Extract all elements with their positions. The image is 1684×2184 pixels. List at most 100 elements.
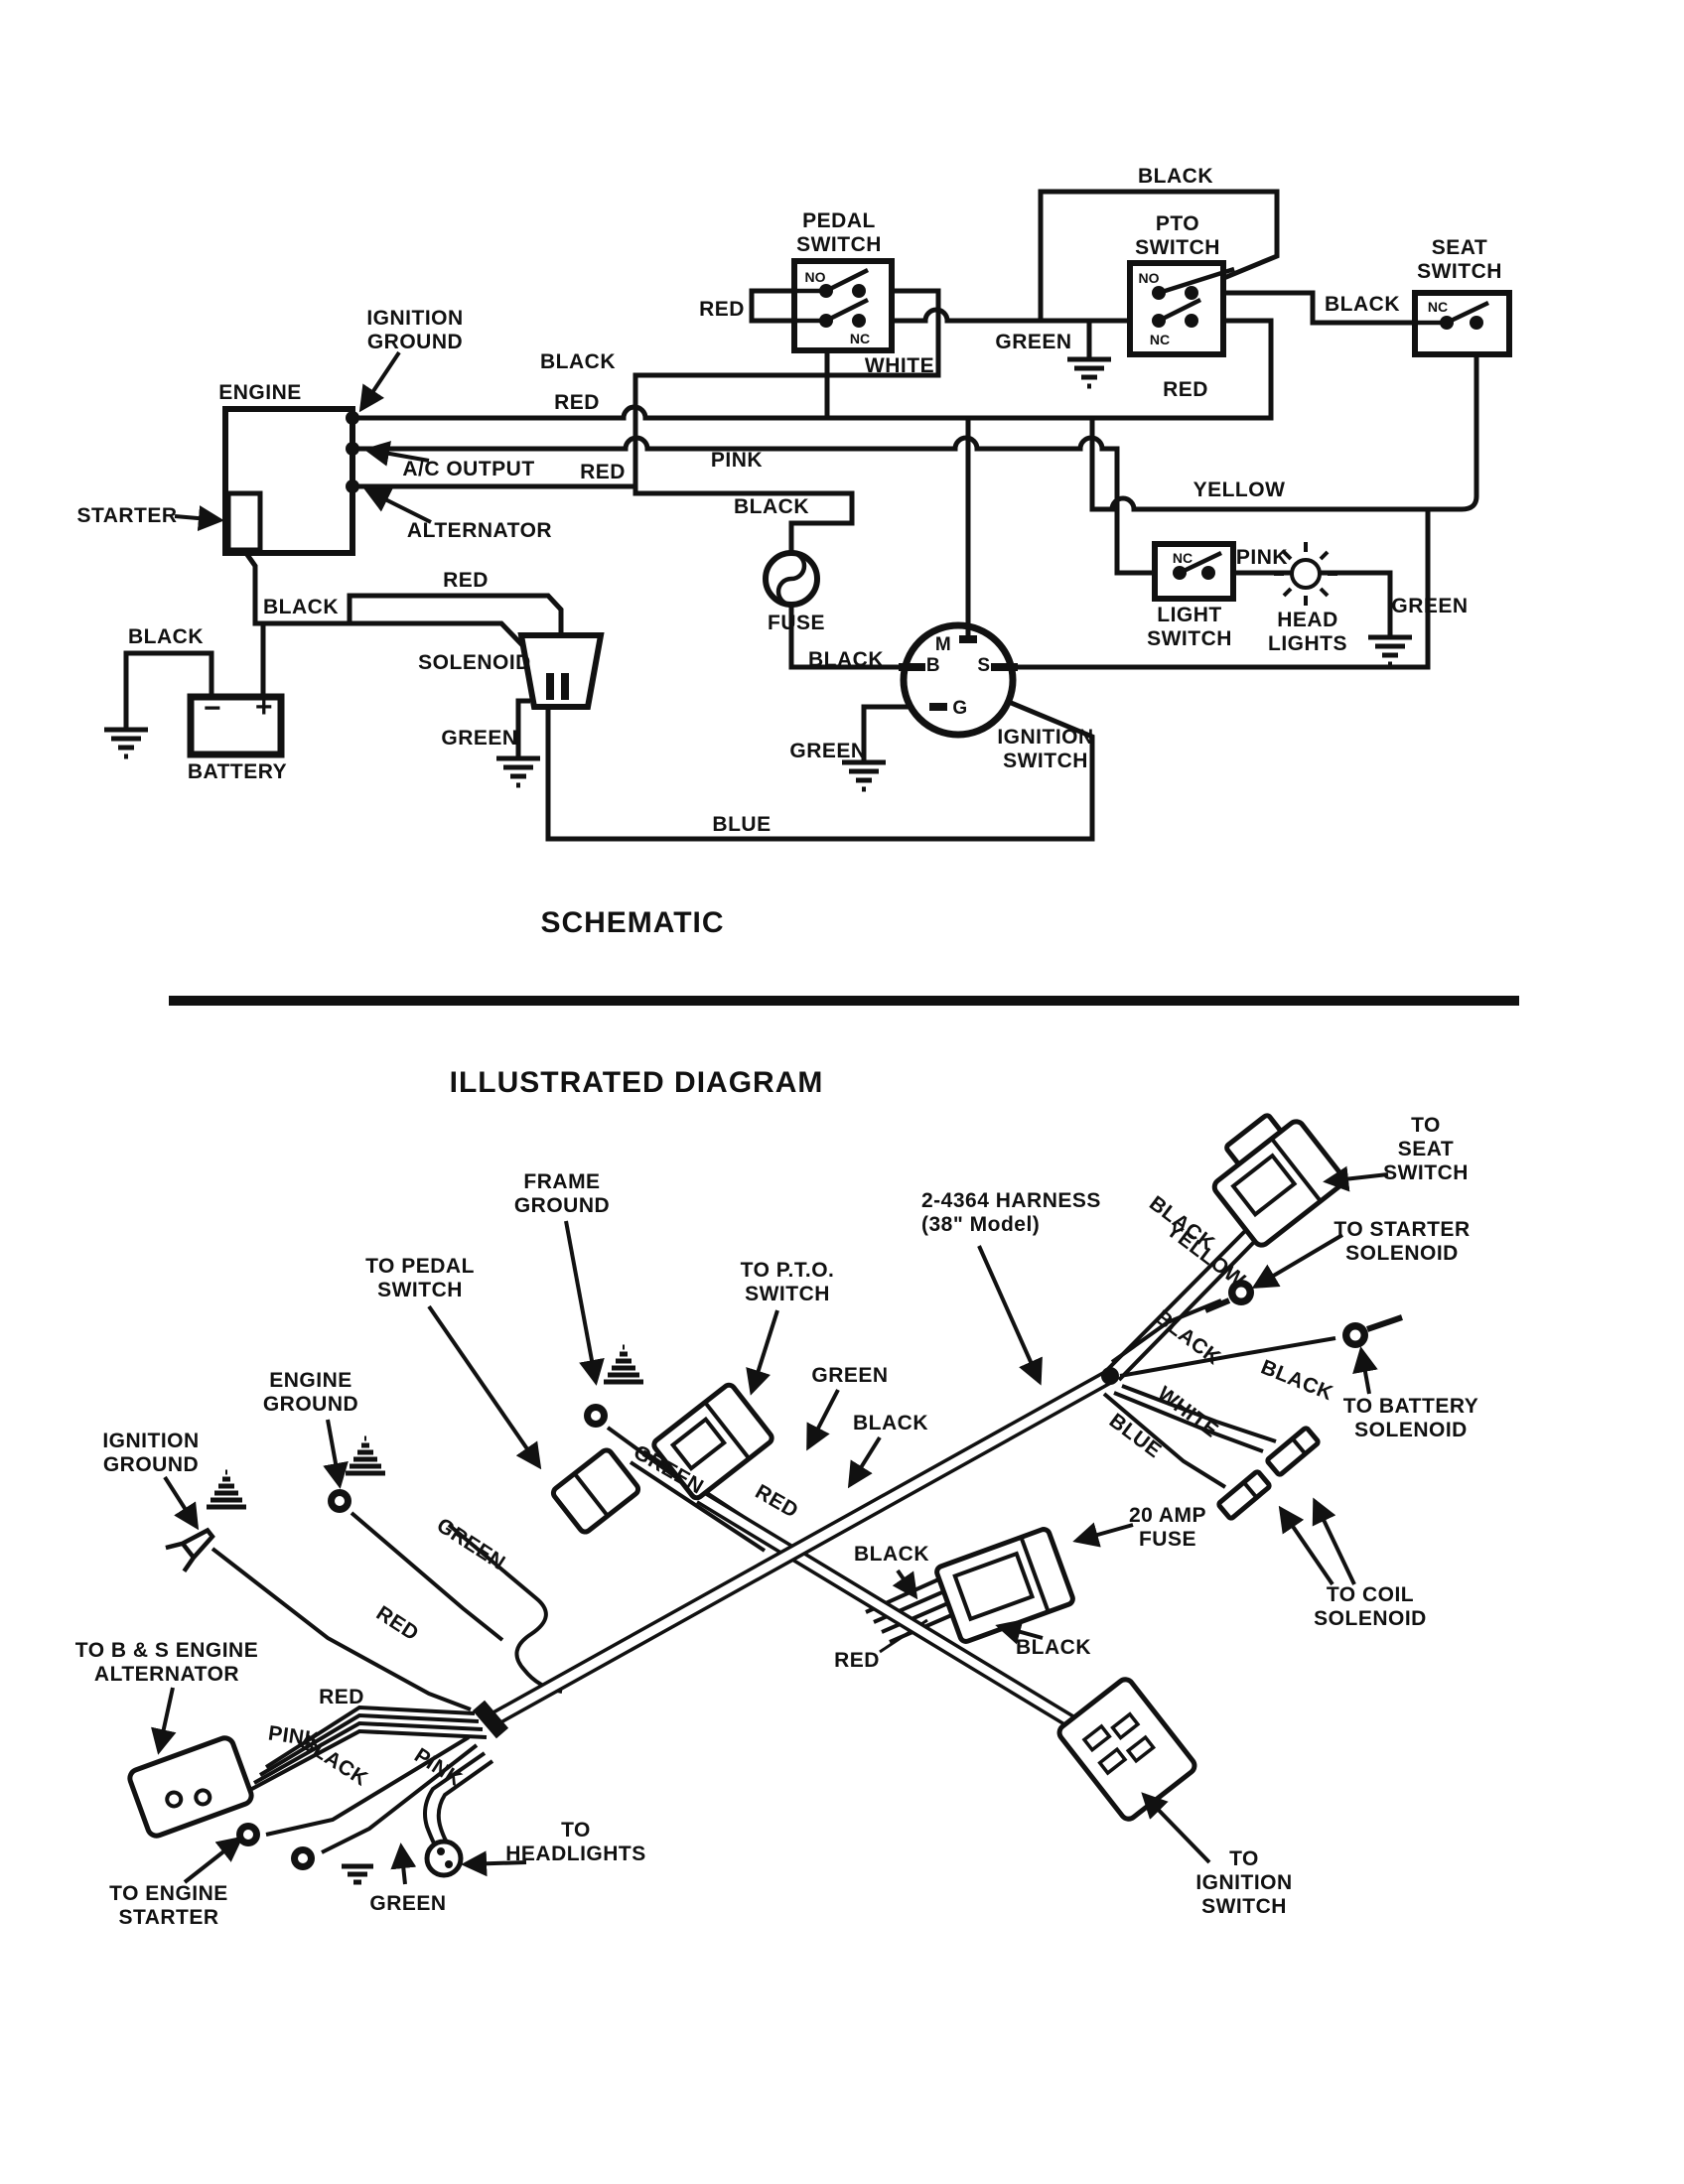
solenoid-symbol: [517, 632, 605, 710]
pedal-switch-box: [791, 258, 895, 353]
section-divider: [169, 996, 1519, 1006]
ground-symbols: [104, 356, 1412, 792]
callout-engine-ground: ENGINE GROUND: [262, 1368, 359, 1416]
pedal-no: NO: [804, 268, 826, 285]
callout-coil-solenoid: TO COIL SOLENOID: [1314, 1582, 1427, 1630]
wire-yellow: [1089, 418, 1428, 512]
wire-white-fuse: [632, 288, 941, 552]
wire-blue: [545, 699, 1095, 842]
headlight-connector: [424, 1839, 464, 1878]
wire-label-red-solenoid: RED: [443, 568, 489, 592]
pto-switch-label: PTO SWITCH: [1135, 211, 1220, 259]
pedal-switch-label: PEDAL SWITCH: [796, 208, 882, 256]
wire-fuse-b: [788, 606, 899, 670]
wire-label-green-sol: GREEN: [441, 726, 518, 750]
wire-seat-drop: [1428, 354, 1479, 512]
battery-label: BATTERY: [187, 759, 288, 783]
wire-label-green-pto: GREEN: [995, 330, 1072, 353]
wire-label-red-alt: RED: [580, 460, 626, 483]
wire-starter-black: [240, 547, 529, 652]
callout-headlights: TO HEADLIGHTS: [505, 1818, 646, 1865]
callout-bs-alternator: TO B & S ENGINE ALTERNATOR: [74, 1638, 259, 1686]
light-switch-box: [1152, 541, 1236, 602]
wire-label-black-ign: BLACK: [808, 647, 884, 671]
callout-pedal-switch: TO PEDAL SWITCH: [365, 1254, 475, 1301]
ignition-switch-connector: [1056, 1677, 1197, 1822]
callout-engine-starter: TO ENGINE STARTER: [109, 1881, 228, 1929]
callout-starter-solenoid: TO STARTER SOLENOID: [1333, 1217, 1471, 1265]
terminal-b: B: [925, 655, 941, 677]
pedal-nc: NC: [849, 330, 871, 346]
pto-nc: NC: [1149, 331, 1171, 347]
harness-part-label: 2-4364 HARNESS (38" Model): [921, 1188, 1101, 1236]
seat-switch-label: SEAT SWITCH: [1417, 235, 1502, 283]
wire-label-black-top: BLACK: [1138, 164, 1213, 188]
wire-black-seat: [1223, 290, 1415, 326]
starter-label: STARTER: [76, 503, 178, 527]
wire-label-black-mid: BLACK: [540, 349, 616, 373]
wire-red-bracket: [749, 288, 794, 324]
schematic-title: SCHEMATIC: [540, 905, 725, 939]
illustrated-arrows: [151, 1165, 1389, 1885]
fuse-label: FUSE: [767, 611, 826, 634]
pedal-switch-connector: [550, 1447, 641, 1535]
callout-battery-solenoid: TO BATTERY SOLENOID: [1342, 1394, 1479, 1441]
seat-switch-connector: [1211, 1113, 1346, 1248]
wire-label-black-fuse: BLACK: [734, 494, 809, 518]
wire-label-white: WHITE: [864, 353, 935, 377]
terminal-g: G: [952, 698, 968, 720]
wire-label-black-left: BLACK: [128, 624, 204, 648]
schematic-symbols: [104, 258, 1512, 792]
wire-s-run: [1018, 509, 1431, 670]
illustrated-title: ILLUSTRATED DIAGRAM: [449, 1065, 824, 1099]
light-nc: NC: [1172, 549, 1193, 566]
wire-black-top: [1038, 189, 1280, 321]
wire-label-pink: PINK: [710, 448, 764, 472]
alternator-label: ALTERNATOR: [406, 518, 553, 542]
terminal-m: M: [934, 634, 952, 656]
ignition-switch-label: IGNITION SWITCH: [997, 725, 1094, 772]
callout-20amp-fuse: 20 AMP FUSE: [1128, 1503, 1207, 1551]
ignition-ground-label: IGNITION GROUND: [366, 306, 464, 353]
solenoid-label: SOLENOID: [418, 650, 531, 674]
wire-label-red-pedal: RED: [699, 297, 745, 321]
wire-red-solenoid: [347, 593, 564, 635]
callout-seat-switch: TO SEAT SWITCH: [1383, 1113, 1469, 1185]
engine-terminal-alternator: [346, 479, 359, 493]
fork-terminal: [165, 1527, 215, 1573]
coil-spade-2: [1216, 1469, 1272, 1521]
callout-red-fuse: RED: [834, 1648, 880, 1672]
harness-trunks: [472, 1367, 1119, 1746]
wire-label-green-ign: GREEN: [789, 739, 867, 762]
coil-spade-1: [1265, 1426, 1321, 1477]
callout-black-fuseright: BLACK: [1016, 1635, 1091, 1659]
alternator-connector: [127, 1735, 254, 1839]
wire-label-blue: BLUE: [712, 812, 772, 836]
wire-label-red-pto: RED: [1163, 377, 1208, 401]
ac-output-label: A/C OUTPUT: [402, 457, 535, 480]
headlights-symbol: [1274, 542, 1337, 606]
pto-no: NO: [1138, 269, 1160, 286]
callout-green: GREEN: [811, 1363, 889, 1387]
schematic-arrows: [174, 350, 432, 532]
wire-battery-neg: [123, 650, 214, 728]
head-lights-label: HEAD LIGHTS: [1268, 608, 1347, 655]
engine-terminal-ac-output: [346, 442, 359, 456]
callout-black-fusewires: BLACK: [854, 1542, 929, 1566]
callout-pto-switch: TO P.T.O. SWITCH: [740, 1258, 835, 1305]
callout-green-headlight: GREEN: [369, 1891, 447, 1915]
wire-label-red-main: RED: [554, 390, 600, 414]
schematic-wires: [123, 189, 1479, 842]
callout-ignition-ground: IGNITION GROUND: [102, 1429, 200, 1476]
wire-label-black-seat: BLACK: [1325, 292, 1400, 316]
battery-plus: +: [254, 690, 274, 724]
light-switch-label: LIGHT SWITCH: [1147, 603, 1232, 650]
wire-label-green-head: GREEN: [1391, 594, 1469, 617]
callout-frame-ground: FRAME GROUND: [513, 1169, 611, 1217]
battery-box: [187, 693, 285, 758]
harness-connectors: [127, 1113, 1403, 1885]
wire-solenoid-ground: [515, 698, 530, 756]
starter-box: [225, 490, 263, 553]
